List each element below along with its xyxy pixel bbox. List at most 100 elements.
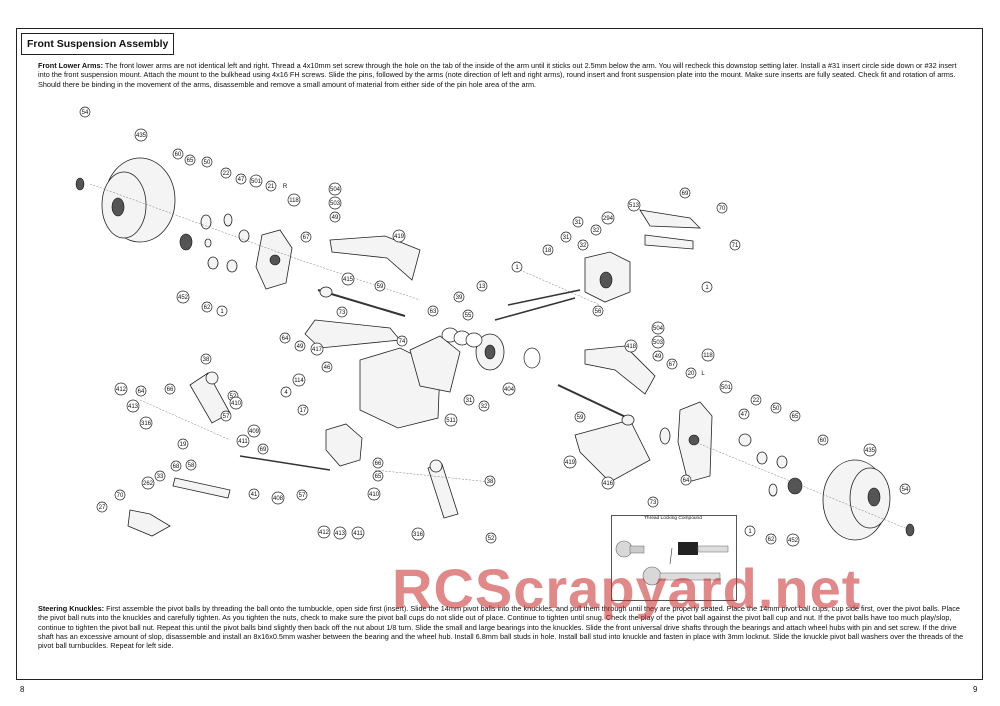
callout-label: 74 bbox=[399, 339, 406, 345]
callout-label: 412 bbox=[116, 387, 127, 393]
callout-46: 46 bbox=[321, 361, 333, 373]
callout-label: 511 bbox=[446, 418, 456, 424]
callout-label: 513 bbox=[629, 203, 640, 209]
callout-1: 1 bbox=[216, 305, 228, 317]
callout-1: 1 bbox=[511, 261, 523, 273]
callout-58: 58 bbox=[185, 459, 197, 471]
callout-label: 52 bbox=[230, 394, 237, 400]
left-wheel-nut bbox=[75, 177, 85, 191]
callout-62: 62 bbox=[201, 301, 213, 313]
page-number-left: 8 bbox=[20, 685, 25, 694]
callout-label: 13 bbox=[479, 284, 486, 290]
callout-label: 1 bbox=[515, 265, 519, 271]
callout-408: 408 bbox=[271, 491, 285, 505]
callout-435: 435 bbox=[863, 443, 877, 457]
callout-label: 57 bbox=[223, 414, 230, 420]
callout-label: 54 bbox=[82, 110, 89, 116]
callout-49: 49 bbox=[652, 350, 664, 362]
lower-arm-416 bbox=[574, 419, 651, 483]
callout-22: 22 bbox=[220, 167, 232, 179]
callout-label: 413 bbox=[335, 531, 346, 537]
callout-62: 62 bbox=[765, 533, 777, 545]
callout-50: 50 bbox=[201, 156, 213, 168]
callout-label: 70 bbox=[117, 493, 124, 499]
callout-410: 410 bbox=[367, 487, 381, 501]
callout-4: 4 bbox=[280, 386, 292, 398]
steering-knuckles-text: First assemble the pivot balls by thread… bbox=[38, 604, 964, 651]
callout-33: 33 bbox=[154, 470, 166, 482]
callout-1: 1 bbox=[744, 525, 756, 537]
callout-67: 67 bbox=[300, 231, 312, 243]
callout-418: 418 bbox=[624, 339, 638, 353]
callout-label: 18 bbox=[545, 248, 552, 254]
callout-54: 54 bbox=[899, 483, 911, 495]
right-wheel-nut bbox=[905, 523, 915, 537]
callout-label: 73 bbox=[650, 500, 657, 506]
callout-70: 70 bbox=[716, 202, 728, 214]
callout-415: 415 bbox=[341, 272, 355, 286]
lower-arm-417 bbox=[304, 319, 401, 349]
steering-rack bbox=[127, 477, 231, 537]
callout-label: 19 bbox=[180, 442, 187, 448]
callout-label: 66 bbox=[167, 387, 174, 393]
callout-64: 64 bbox=[680, 474, 692, 486]
callout-label: 21 bbox=[268, 184, 275, 190]
callout-503: 503 bbox=[328, 196, 342, 210]
callout-label: 50 bbox=[204, 160, 211, 166]
callout-59: 59 bbox=[574, 411, 586, 423]
callout-label: 412 bbox=[319, 530, 330, 536]
callout-38: 38 bbox=[484, 475, 496, 487]
section-title: Front Suspension Assembly bbox=[21, 33, 175, 55]
callout-label: 262 bbox=[143, 481, 154, 487]
callout-55: 55 bbox=[462, 309, 474, 321]
callout-1: 1 bbox=[701, 281, 713, 293]
callout-label: 1 bbox=[705, 285, 709, 291]
callout-label: 46 bbox=[324, 365, 331, 371]
left-knuckle bbox=[255, 229, 293, 290]
callout-73: 73 bbox=[647, 496, 659, 508]
callout-label: 22 bbox=[753, 398, 760, 404]
callout-503: 503 bbox=[651, 335, 665, 349]
callout-label: 419 bbox=[565, 460, 576, 466]
callout-413: 413 bbox=[333, 526, 347, 540]
callout-label: 64 bbox=[282, 336, 289, 342]
callout-label: 409 bbox=[249, 429, 260, 435]
callout-63: 63 bbox=[427, 305, 439, 317]
callout-label: 20 bbox=[688, 371, 695, 377]
callout-label: 419 bbox=[394, 234, 405, 240]
callout-419: 419 bbox=[392, 229, 406, 243]
center-shock bbox=[427, 459, 459, 519]
callout-label: 417 bbox=[312, 347, 323, 353]
callout-419: 419 bbox=[563, 455, 577, 469]
callout-label: 64 bbox=[138, 389, 145, 395]
upper-arm-419 bbox=[329, 235, 421, 281]
callout-label: 56 bbox=[595, 309, 602, 315]
callout-label: 411 bbox=[353, 531, 363, 537]
callout-label: R bbox=[283, 184, 288, 190]
callout-49: 49 bbox=[294, 340, 306, 352]
right-wheel bbox=[822, 459, 891, 541]
callout-316: 316 bbox=[411, 527, 425, 541]
callout-501: 501 bbox=[249, 174, 263, 188]
front-pivot-pins bbox=[494, 289, 581, 321]
callout-412: 412 bbox=[317, 525, 331, 539]
callout-label: 503 bbox=[330, 201, 341, 207]
callout-label: 59 bbox=[377, 284, 384, 290]
steering-knuckles-paragraph: Steering Knuckles: First assemble the pi… bbox=[38, 604, 966, 650]
front-bulkhead bbox=[584, 251, 631, 303]
steering-knuckles-heading: Steering Knuckles: bbox=[38, 604, 105, 613]
callout-label: 57 bbox=[299, 493, 306, 499]
callout-412: 412 bbox=[114, 382, 128, 396]
callout-label: 67 bbox=[303, 235, 310, 241]
callout-label: 316 bbox=[141, 421, 152, 427]
callout-67: 67 bbox=[666, 358, 678, 370]
callout-18: 18 bbox=[542, 244, 554, 256]
callout-label: 410 bbox=[231, 401, 242, 407]
callout-511: 511 bbox=[444, 413, 458, 427]
callout-52: 52 bbox=[485, 532, 497, 544]
callout-label: 59 bbox=[577, 415, 584, 421]
callout-label: 68 bbox=[173, 464, 180, 470]
watermark: RCScrapyard.net bbox=[392, 557, 862, 620]
thread-lock-caption: Thread Locking Compound bbox=[644, 516, 702, 521]
